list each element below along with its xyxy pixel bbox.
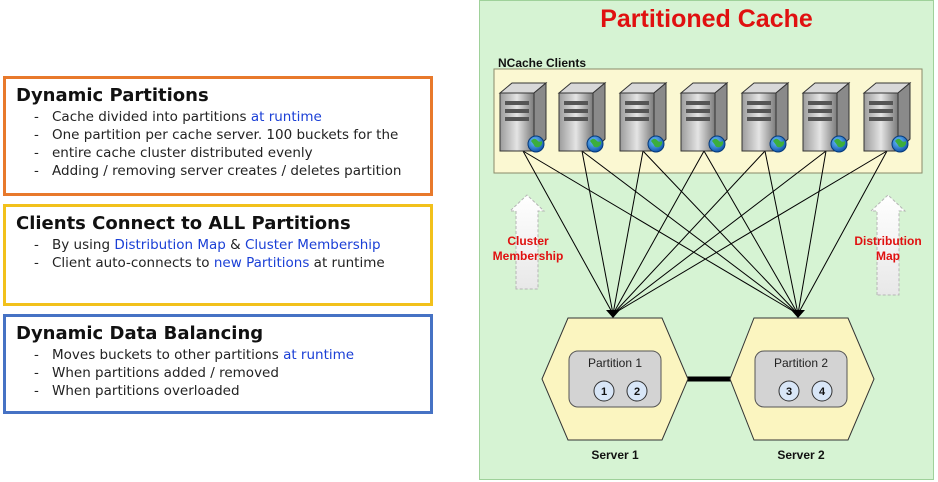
arrowhead-icon (791, 310, 805, 318)
client-connection-line (581, 150, 614, 315)
connection-lines (522, 150, 888, 318)
client-connection-line (581, 150, 799, 315)
dynamic-partitions-title: Dynamic Partitions (16, 85, 209, 106)
dynamic-partitions-box: Dynamic Partitions Cache divided into pa… (3, 76, 433, 196)
bucket-1-label: 1 (601, 386, 607, 398)
server-icon (498, 81, 548, 153)
clients-connect-box: Clients Connect to ALL Partitions By usi… (3, 204, 433, 306)
server-icon (557, 81, 607, 153)
client-servers (498, 81, 912, 153)
clients-connect-title: Clients Connect to ALL Partitions (16, 213, 351, 234)
cluster-membership-arrow-icon (508, 194, 546, 290)
arrowhead-icon (606, 310, 620, 318)
client-connection-line (522, 150, 614, 315)
bucket-2-label: 2 (634, 386, 640, 398)
client-connection-line (797, 150, 827, 315)
client-connection-line (642, 150, 799, 315)
client-connection-line (522, 150, 799, 315)
bullet-item: One partition per cache server. 100 buck… (34, 126, 420, 144)
client-connection-line (612, 150, 888, 315)
clients-label: NCache Clients (498, 56, 586, 70)
bullet-item: Cache divided into partitions at runtime (34, 108, 420, 126)
server-2-label: Server 2 (777, 448, 825, 462)
server-icon (679, 81, 729, 153)
cluster-membership-label-2: Membership (493, 249, 564, 263)
bucket-3-label: 3 (786, 386, 792, 398)
bullet-item: By using Distribution Map & Cluster Memb… (34, 236, 420, 254)
client-connection-line (612, 150, 766, 315)
bucket-3 (778, 380, 800, 402)
distribution-map-label-1: Distribution (854, 234, 921, 248)
distribution-map-arrow-icon (869, 194, 907, 296)
bucket-4 (811, 380, 833, 402)
partition-1-label: Partition 1 (588, 356, 642, 370)
bullet-item: When partitions added / removed (34, 364, 420, 382)
server-icon (862, 81, 912, 153)
client-connection-line (612, 150, 644, 315)
bullet-item: Moves buckets to other partitions at run… (34, 346, 420, 364)
client-connection-line (612, 150, 827, 315)
server-icon (618, 81, 668, 153)
server-icon (801, 81, 851, 153)
partition-2-label: Partition 2 (774, 356, 828, 370)
bullet-item: Adding / removing server creates / delet… (34, 162, 420, 180)
client-connection-line (797, 150, 888, 315)
client-connection-line (703, 150, 799, 315)
cluster-membership-label-1: Cluster (507, 234, 549, 248)
partitioned-cache-diagram: Partitioned Cache NCache Clients (479, 0, 934, 480)
diagram-canvas: NCache Clients Cluster Membership Distri… (493, 56, 923, 462)
bucket-2 (626, 380, 648, 402)
server-1-label: Server 1 (591, 448, 639, 462)
client-connection-line (612, 150, 705, 315)
server-icon (740, 81, 790, 153)
dynamic-data-balancing-box: Dynamic Data Balancing Moves buckets to … (3, 314, 433, 414)
distribution-map-label-2: Map (876, 249, 900, 263)
bucket-1 (593, 380, 615, 402)
client-connection-line (764, 150, 799, 315)
diagram-title: Partitioned Cache (600, 5, 813, 33)
bullet-item-continuation: entire cache cluster distributed evenly (34, 144, 420, 162)
dynamic-data-balancing-title: Dynamic Data Balancing (16, 323, 264, 344)
bucket-4-label: 4 (819, 386, 826, 398)
bullet-item: Client auto-connects to new Partitions a… (34, 254, 420, 272)
bullet-item: When partitions overloaded (34, 382, 420, 400)
